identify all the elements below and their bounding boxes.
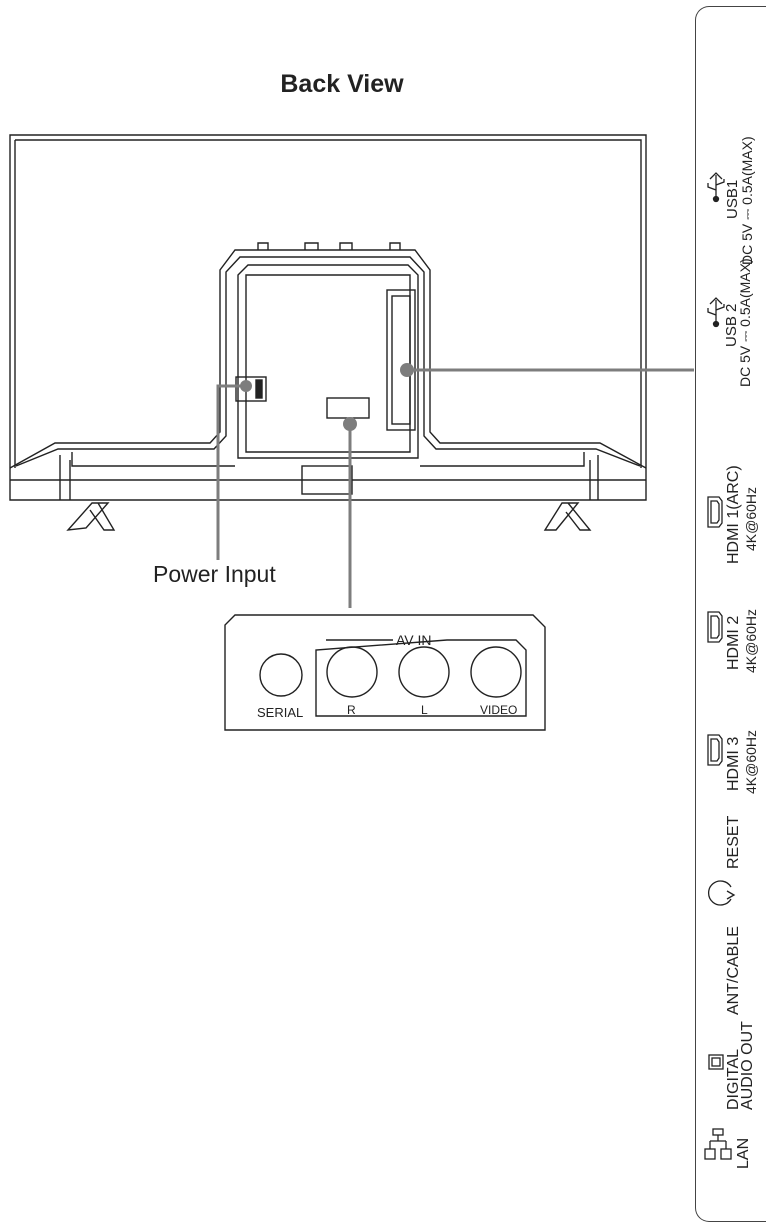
tv-frame [9, 134, 647, 501]
power-input-label: Power Input [153, 561, 276, 587]
hdmi-icon [707, 496, 723, 528]
power-callout-line [216, 384, 246, 560]
hdmi1-label: HDMI 1(ARC) [725, 465, 742, 564]
lan-label: LAN [735, 1137, 752, 1169]
audio-out-label: AUDIO OUT [739, 1021, 756, 1110]
hdmi1-spec: 4K@60Hz [743, 486, 759, 551]
jack-r [326, 646, 378, 698]
optical-icon [708, 1054, 724, 1070]
usb2-rating: DC 5V ⎓ 0.5A(MAX) [737, 258, 753, 387]
ant-cable-label: ANT/CABLE [725, 926, 742, 1015]
av-panel [224, 614, 546, 731]
jack-l-label: L [421, 703, 428, 717]
jack-l [398, 646, 450, 698]
lan-icon [704, 1128, 732, 1160]
jack-r-label: R [347, 703, 356, 717]
side-panel-icons [704, 172, 736, 1160]
hdmi3-spec: 4K@60Hz [743, 729, 759, 794]
jack-video [470, 646, 522, 698]
diagram-title: Back View [280, 70, 404, 98]
hdmi-icon [707, 734, 723, 766]
hdmi2-spec: 4K@60Hz [743, 608, 759, 673]
jack-video-label: VIDEO [480, 703, 517, 717]
hdmi-icon [707, 611, 723, 643]
serial-jack [259, 653, 303, 697]
reset-label: RESET [725, 815, 742, 869]
hdmi2-label: HDMI 2 [725, 615, 742, 670]
usb-icon [707, 297, 725, 328]
back-cover [237, 264, 419, 459]
av-in-label: AV IN [396, 632, 432, 648]
usb1-rating: DC 5V ⎓ 0.5A(MAX) [739, 136, 755, 265]
usb1-label: USB1 [724, 179, 741, 219]
usb-icon [707, 172, 725, 203]
serial-label: SERIAL [257, 705, 303, 720]
coax-icon [707, 880, 736, 906]
side-port-panel: USB1 DC 5V ⎓ 0.5A(MAX) USB 2 DC 5V ⎓ 0.5… [695, 6, 766, 1222]
hdmi3-label: HDMI 3 [725, 736, 742, 791]
